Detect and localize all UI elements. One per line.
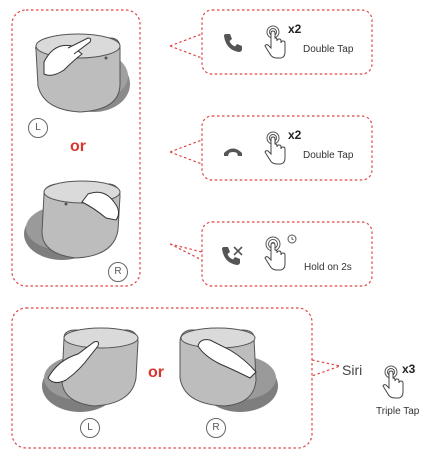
phone-reject-icon bbox=[222, 246, 243, 265]
gesture-label-3: Hold on 2s bbox=[304, 262, 352, 273]
triple-tap-hand-icon bbox=[382, 365, 404, 399]
left-marker-bottom: L bbox=[80, 418, 100, 438]
tap-hand-icon bbox=[264, 25, 286, 59]
or-text-top: or bbox=[70, 138, 86, 155]
earbud-right-illustration-bottom bbox=[179, 327, 278, 412]
tap-hand-icon-2 bbox=[264, 131, 286, 165]
multiplier-3: x3 bbox=[402, 362, 416, 376]
siri-label: Siri bbox=[342, 362, 363, 378]
earbud-right-illustration bbox=[24, 180, 121, 260]
earbud-left-illustration-bottom bbox=[42, 327, 139, 412]
gesture-label-1: Double Tap bbox=[303, 44, 354, 55]
phone-answer-icon bbox=[224, 34, 242, 52]
phone-hangup-icon bbox=[224, 148, 242, 156]
multiplier-1: x2 bbox=[288, 22, 302, 36]
gesture-label-2: Double Tap bbox=[303, 150, 354, 161]
hold-hand-icon bbox=[264, 234, 297, 271]
triple-tap-label: Triple Tap bbox=[376, 406, 420, 417]
right-marker-bottom: R bbox=[206, 418, 226, 438]
multiplier-2: x2 bbox=[288, 128, 302, 142]
right-marker-top: R bbox=[108, 262, 128, 282]
or-text-bottom: or bbox=[148, 364, 164, 381]
left-marker-top: L bbox=[28, 118, 48, 138]
earbud-left-illustration bbox=[35, 33, 130, 113]
